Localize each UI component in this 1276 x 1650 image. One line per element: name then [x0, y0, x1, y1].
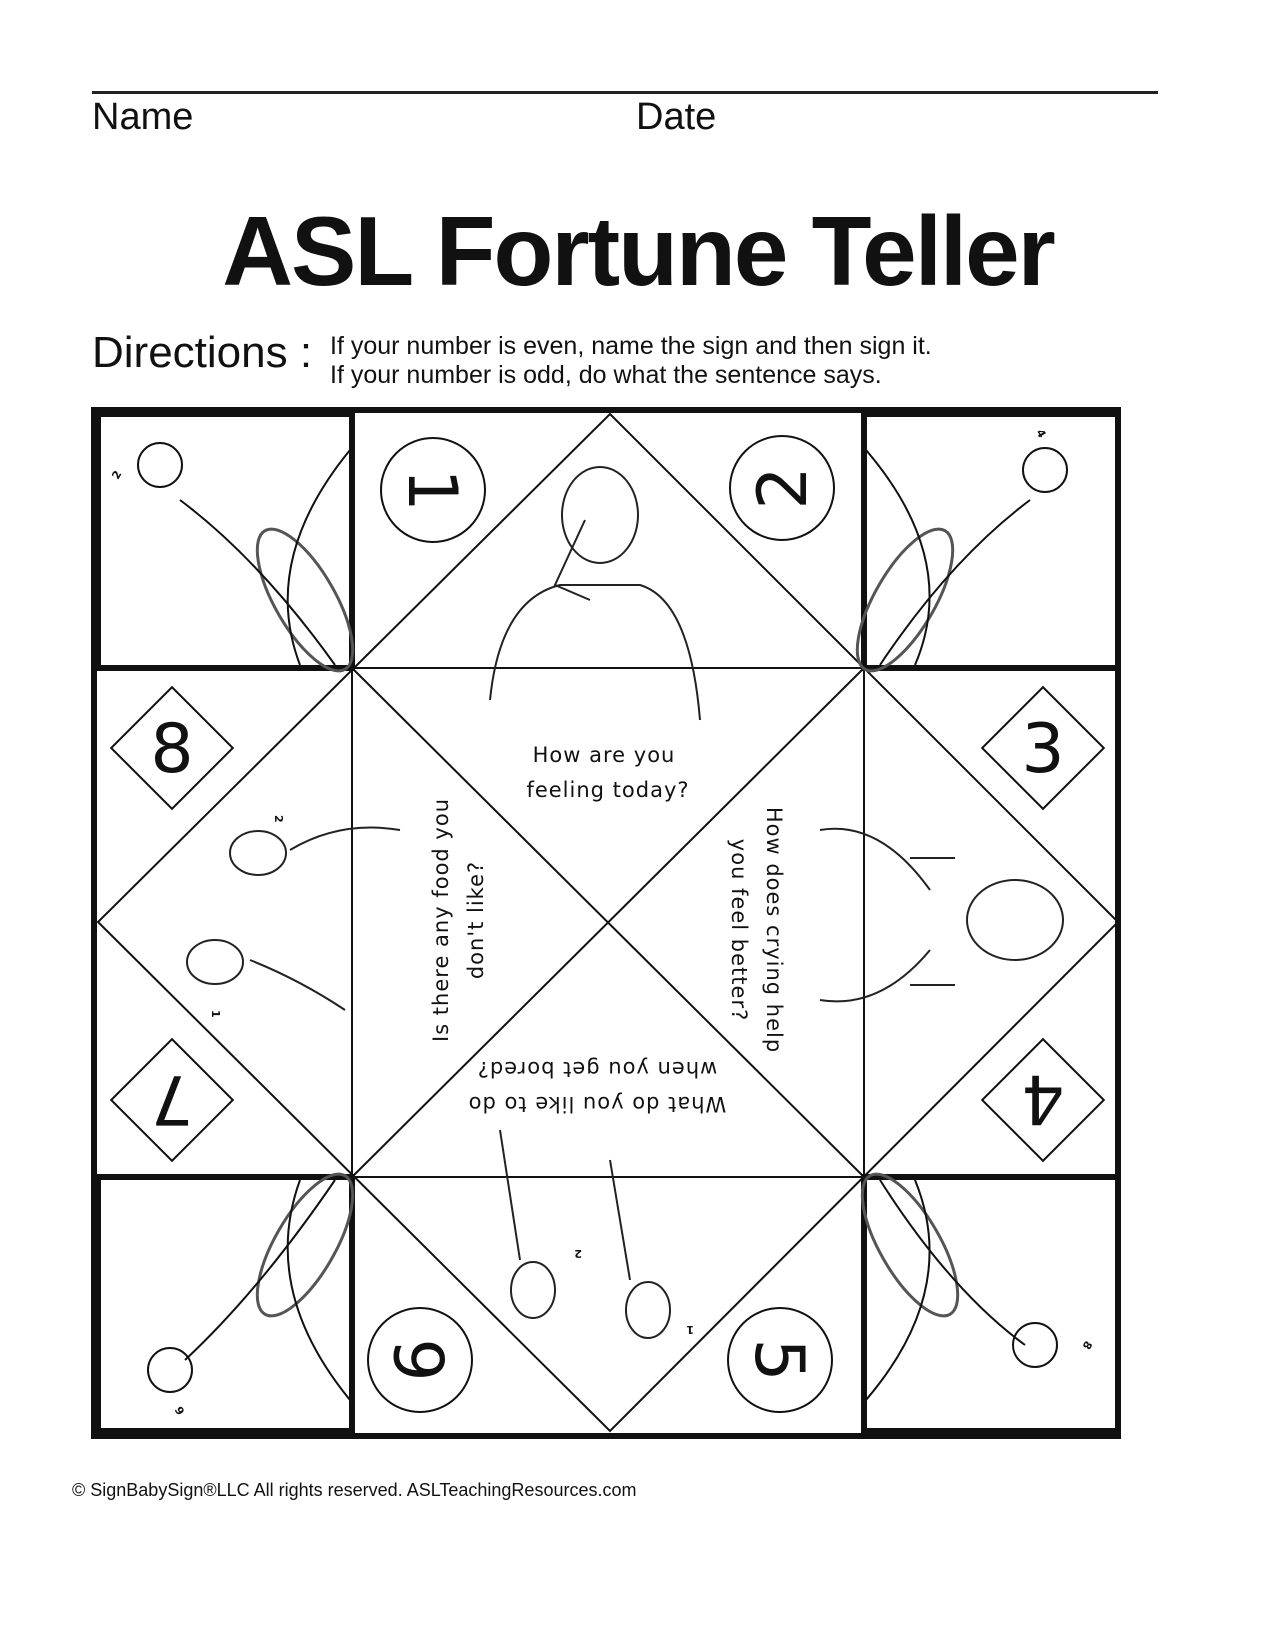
corner-label-4: 4 — [1033, 427, 1048, 440]
center-diamond — [96, 412, 1120, 1433]
corner-square-bottom-left — [95, 1174, 355, 1434]
number-6: 6 — [382, 1338, 461, 1381]
sign-illustration-bored — [499, 1129, 671, 1339]
number-labels: 1 2 3 4 5 6 7 8 — [150, 466, 1064, 1381]
number-4: 4 — [1021, 1059, 1064, 1138]
corner-label-2: 2 — [109, 468, 124, 481]
step-label-1b: 1 — [686, 1323, 694, 1336]
step-label-2b: 2 — [574, 1247, 582, 1260]
directions-line-2: If your number is odd, do what the sente… — [330, 361, 882, 389]
number-3: 3 — [1021, 710, 1064, 789]
arm-sketch — [179, 499, 336, 666]
sign-illustration-food — [186, 826, 401, 1011]
corner-label-8: 8 — [1080, 1339, 1095, 1352]
question-bottom-line2: when you get bored? — [477, 1057, 718, 1081]
directions-line-1: If your number is even, name the sign an… — [330, 332, 932, 360]
date-label: Date — [636, 96, 717, 138]
question-right-line2: you feel better? — [727, 839, 751, 1021]
hand-sign-icon — [147, 1347, 193, 1393]
name-date-line — [92, 91, 1158, 94]
directions-label: Directions : — [92, 328, 313, 377]
name-label: Name — [92, 96, 194, 138]
sign-illustration-feeling — [489, 466, 701, 721]
page-title: ASL Fortune Teller — [222, 196, 1056, 306]
step-label-1: 1 — [209, 1010, 222, 1018]
copyright-footer: © SignBabySign®LLC All rights reserved. … — [72, 1480, 637, 1500]
corner-label-6: 6 — [172, 1404, 187, 1417]
number-7: 7 — [150, 1059, 193, 1138]
corner-square-top-left — [95, 411, 355, 671]
question-left-line2: don't like? — [464, 861, 488, 979]
question-left-line1: Is there any food you — [429, 798, 453, 1042]
hand-sign-icon — [137, 442, 183, 488]
number-2: 2 — [744, 466, 823, 509]
corner-square-top-right — [861, 411, 1121, 671]
board-outline — [91, 407, 1121, 1439]
question-top-line2: feeling today? — [526, 778, 689, 802]
question-top-line1: How are you — [533, 743, 676, 767]
number-8: 8 — [150, 710, 193, 789]
hand-sign-icon — [1012, 1322, 1058, 1368]
step-label-2: 2 — [272, 815, 285, 823]
corner-square-bottom-right — [861, 1174, 1121, 1434]
number-1: 1 — [392, 468, 471, 511]
hand-sign-icon — [1022, 447, 1068, 493]
question-right-line1: How does crying help — [762, 807, 786, 1053]
number-5: 5 — [739, 1338, 818, 1381]
sign-illustration-crying — [819, 827, 1064, 1003]
question-bottom-line1: What do you like to do — [468, 1092, 727, 1116]
